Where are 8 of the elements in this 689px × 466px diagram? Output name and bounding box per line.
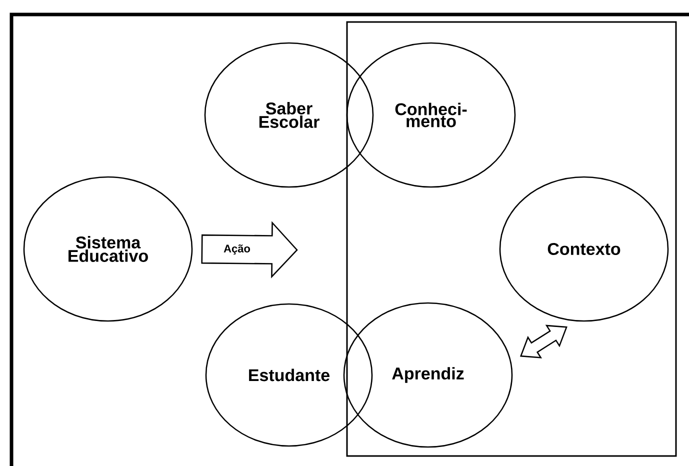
edge-label: Ação xyxy=(222,243,252,256)
ellipse-node: Contexto xyxy=(499,176,669,322)
ellipse-node: Estudante xyxy=(205,303,373,447)
ellipse-node: Aprendiz xyxy=(343,302,513,448)
ellipse-node: Sistema Educativo xyxy=(23,176,193,322)
block-arrow xyxy=(201,221,298,278)
ellipse-node: Conheci- mento xyxy=(346,42,516,188)
ellipse-node: Saber Escolar xyxy=(204,42,374,188)
